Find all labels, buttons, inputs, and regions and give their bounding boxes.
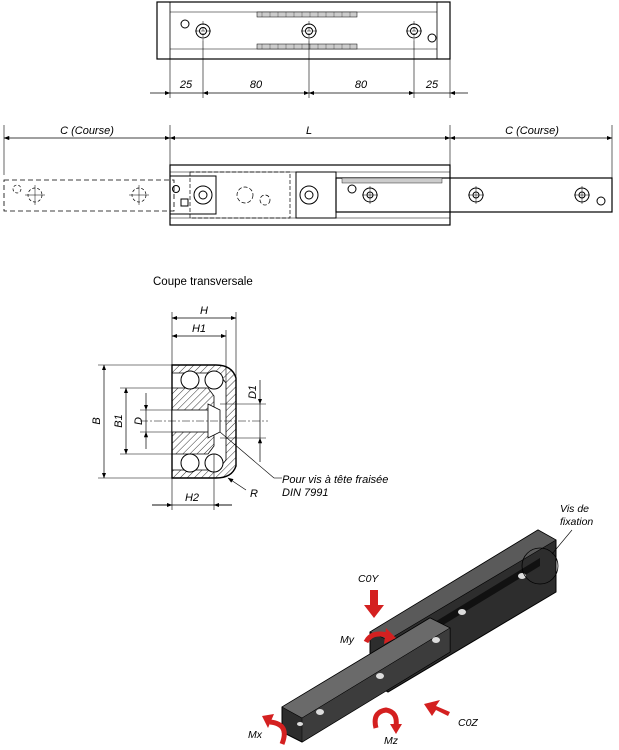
label-c0y: C0Y	[358, 573, 379, 585]
moment-arrow-mx	[262, 714, 287, 745]
moment-arrow-my	[363, 628, 396, 644]
dim-d1: D1	[247, 385, 259, 399]
dim-25-left: 25	[179, 79, 193, 91]
iso-view: Vis de fixation C0Y My C0Z Mx Mz	[248, 503, 593, 747]
dim-80-right: 80	[355, 79, 368, 91]
dim-25-right: 25	[425, 79, 439, 91]
dim-b: B	[91, 417, 103, 424]
moment-arrow-mz	[372, 707, 402, 734]
screw-label-line1: Vis de	[560, 503, 589, 515]
cross-section: Coupe transversale H H1	[91, 276, 388, 510]
screw-label-line2: fixation	[560, 516, 593, 528]
dim-course-left: C (Course)	[60, 125, 114, 137]
dim-length: L	[306, 125, 312, 137]
dim-r: R	[250, 488, 258, 500]
label-mz: Mz	[384, 735, 399, 747]
load-arrow-c0z	[424, 700, 450, 716]
dim-h2: H2	[185, 492, 199, 504]
cross-section-title: Coupe transversale	[153, 276, 253, 288]
dim-h: H	[200, 305, 208, 317]
label-my: My	[340, 634, 355, 646]
screw-note-line1: Pour vis à tête fraisée	[282, 474, 388, 486]
dim-d: D	[133, 417, 145, 425]
load-arrow-c0y	[364, 590, 384, 618]
dim-80-left: 80	[250, 79, 263, 91]
label-c0z: C0Z	[458, 717, 478, 729]
dim-h1: H1	[192, 323, 206, 335]
dim-b1: B1	[113, 414, 125, 427]
label-mx: Mx	[248, 729, 263, 741]
dim-course-right: C (Course)	[505, 125, 559, 137]
top-view: 25 80 80 25	[150, 1, 468, 98]
screw-note-line2: DIN 7991	[282, 487, 328, 499]
side-view: C (Course) L C (Course)	[3, 125, 613, 226]
